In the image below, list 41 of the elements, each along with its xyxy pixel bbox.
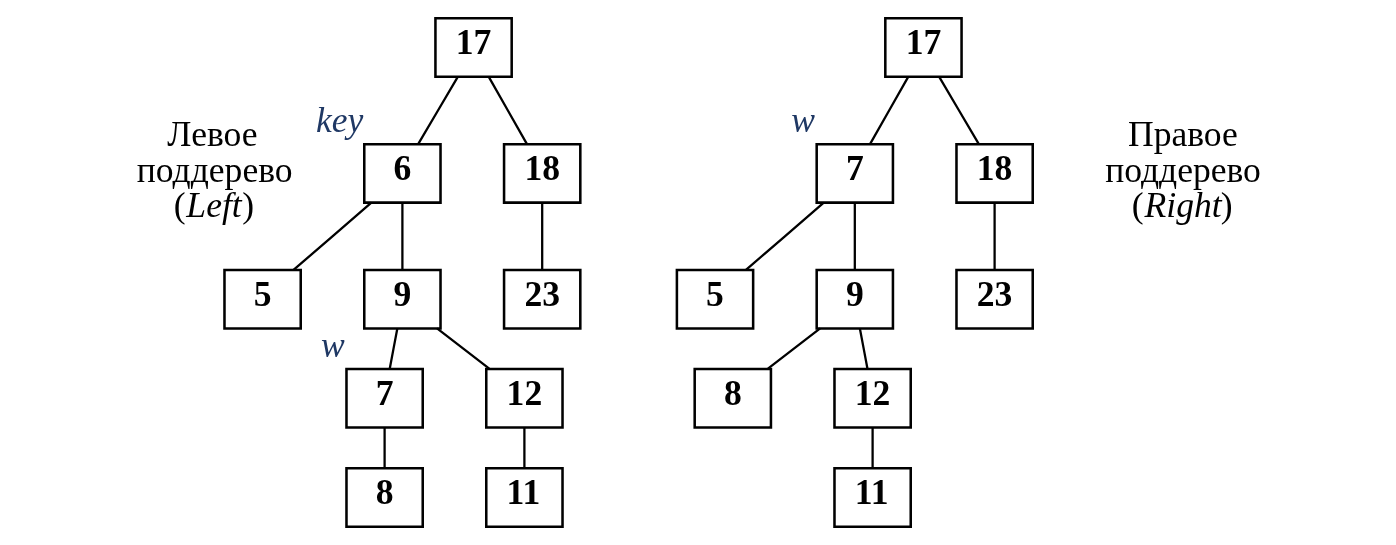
connector (858, 328, 869, 369)
connector (766, 327, 821, 370)
connector (292, 201, 372, 271)
connector (400, 202, 404, 270)
connector (744, 201, 825, 271)
node-box: 17 (883, 17, 963, 79)
node-box: 8 (344, 466, 424, 528)
connector (388, 328, 398, 369)
connector (416, 76, 459, 145)
node-box: 18 (502, 142, 582, 204)
connector (540, 202, 543, 270)
label: Левое поддерево (Left) (136, 113, 293, 226)
node-label: w (320, 324, 345, 365)
connector (870, 427, 874, 468)
node-label: w (790, 99, 815, 140)
connector (522, 427, 526, 468)
node-box: 23 (502, 268, 582, 330)
connector (435, 327, 490, 370)
node-box: 12 (484, 367, 564, 429)
node-box: 18 (954, 142, 1034, 204)
node-label: key (315, 99, 363, 140)
label: Правое поддерево (Right) (1104, 113, 1261, 226)
node-box: 5 (222, 268, 302, 330)
node-box: 23 (954, 268, 1034, 330)
node-box: 11 (832, 466, 912, 528)
connector (853, 202, 856, 270)
node-box: 9 (362, 268, 442, 330)
node-box: 11 (484, 466, 564, 528)
node-box: 5 (675, 268, 754, 330)
connector (868, 76, 909, 145)
node-box: 7 (814, 142, 894, 204)
node-box: 6 (362, 142, 442, 204)
node-box: 9 (814, 268, 894, 330)
connector (382, 427, 386, 468)
connector (992, 202, 996, 270)
connector (487, 76, 528, 145)
node-box: 17 (433, 17, 513, 79)
node-box: 12 (832, 367, 912, 429)
node-box: 8 (692, 367, 772, 429)
node-box: 7 (344, 367, 424, 429)
connector (937, 76, 980, 145)
